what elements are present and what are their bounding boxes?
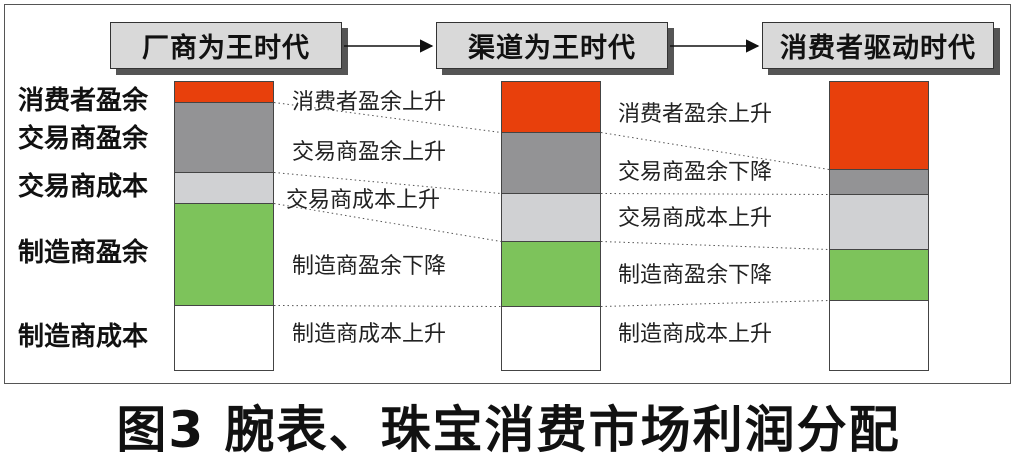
segment-trader-cost	[501, 193, 601, 242]
change-note: 消费者盈余上升	[618, 102, 773, 127]
change-note: 制造商成本上升	[618, 322, 773, 347]
segment-trader-cost	[174, 172, 274, 204]
era-label: 厂商为王时代	[142, 33, 310, 64]
segment-manufacturer-surplus	[829, 249, 929, 301]
era-box-manufacturer: 厂商为王时代	[110, 22, 342, 69]
row-label-manufacturer-cost: 制造商成本	[18, 322, 149, 352]
boundary-connector	[273, 305, 502, 307]
segment-manufacturer-cost	[829, 300, 929, 371]
era-box-channel: 渠道为王时代	[436, 22, 668, 69]
stack-column-3	[829, 81, 929, 371]
change-note: 制造商成本上升	[292, 322, 447, 347]
segment-consumer-surplus	[829, 81, 929, 170]
era-label: 消费者驱动时代	[780, 33, 976, 64]
segment-consumer-surplus	[501, 81, 601, 133]
row-label-consumer-surplus: 消费者盈余	[18, 86, 149, 116]
boundary-connector	[273, 172, 502, 194]
segment-trader-surplus	[501, 132, 601, 194]
change-note: 交易商成本上升	[618, 206, 773, 231]
change-note: 交易商成本上升	[286, 188, 441, 213]
segment-trader-surplus	[174, 102, 274, 173]
segment-manufacturer-cost	[501, 306, 601, 371]
segment-trader-surplus	[829, 169, 929, 195]
segment-manufacturer-cost	[174, 305, 274, 371]
stack-column-1	[174, 81, 274, 371]
boundary-connector	[600, 241, 830, 250]
stack-column-2	[501, 81, 601, 371]
change-note: 消费者盈余上升	[292, 90, 447, 115]
segment-trader-cost	[829, 194, 929, 250]
boundary-connector	[600, 300, 830, 307]
figure-caption: 图3 腕表、珠宝消费市场利润分配	[116, 401, 901, 459]
change-note: 制造商盈余下降	[292, 254, 447, 279]
era-box-consumer: 消费者驱动时代	[762, 22, 994, 69]
change-note: 交易商盈余下降	[618, 160, 773, 185]
row-label-manufacturer-surplus: 制造商盈余	[18, 238, 149, 268]
change-note: 交易商盈余上升	[292, 140, 447, 165]
era-label: 渠道为王时代	[468, 33, 636, 64]
row-label-trader-cost: 交易商成本	[18, 172, 149, 202]
segment-manufacturer-surplus	[174, 203, 274, 306]
segment-manufacturer-surplus	[501, 241, 601, 307]
change-note: 制造商盈余下降	[618, 263, 773, 288]
row-label-trader-surplus: 交易商盈余	[18, 124, 149, 154]
boundary-connector	[600, 193, 830, 195]
